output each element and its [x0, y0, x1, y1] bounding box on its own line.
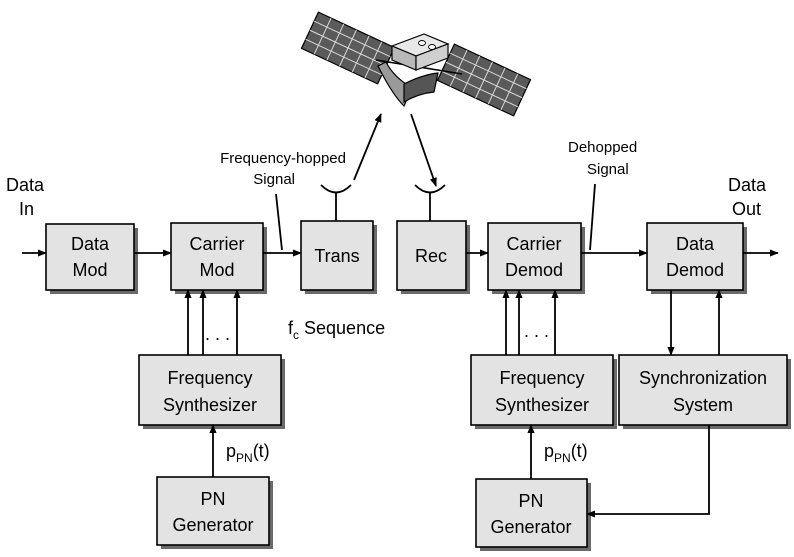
data-mod-label-2: Mod — [72, 260, 107, 280]
data-in-label-2: In — [19, 199, 34, 219]
freq-synth-rx-label-1: Frequency — [499, 368, 584, 388]
data-demod-label-2: Demod — [666, 260, 724, 280]
rec-block: Rec — [396, 220, 470, 294]
carrier-demod-label-2: Demod — [505, 260, 563, 280]
data-demod-label-1: Data — [676, 234, 715, 254]
freq-hopped-leader — [275, 193, 283, 251]
sync-to-pn-arrow — [586, 425, 710, 518]
sync-system-block: Synchronization System — [618, 354, 791, 429]
rx-antenna-icon — [414, 184, 446, 221]
freq-synth-tx-label-2: Synthesizer — [163, 395, 257, 415]
data-demod-block: Data Demod — [646, 222, 747, 294]
ppn-rx-label: pPN(t) — [544, 441, 588, 465]
tx-antenna-icon — [320, 184, 352, 221]
pn-gen-rx-label-2: Generator — [490, 517, 571, 537]
data-out-label-2: Out — [732, 199, 761, 219]
data-in-label-1: Data — [6, 175, 45, 195]
trans-label: Trans — [314, 246, 359, 266]
tx-dots: . . . — [205, 324, 230, 344]
carrier-mod-label-1: Carrier — [189, 234, 244, 254]
ppn-tx-label: pPN(t) — [226, 441, 270, 465]
carrier-demod-label-1: Carrier — [506, 234, 561, 254]
pn-gen-rx-block: PN Generator — [475, 478, 591, 551]
downlink-arrow — [410, 113, 437, 187]
pn-gen-tx-block: PN Generator — [156, 476, 273, 549]
freq-synth-tx-label-1: Frequency — [167, 368, 252, 388]
dehopped-label-2: Signal — [587, 161, 629, 178]
dehopped-label-1: Dehopped — [568, 139, 637, 156]
dehopped-leader — [589, 183, 596, 251]
freq-synth-rx-label-2: Synthesizer — [495, 395, 589, 415]
data-mod-label-1: Data — [71, 234, 110, 254]
pn-gen-tx-label-2: Generator — [172, 515, 253, 535]
sync-system-label-2: System — [673, 395, 733, 415]
freq-hopped-label-2: Signal — [253, 171, 295, 188]
freq-synth-rx-block: Frequency Synthesizer — [470, 354, 617, 429]
data-mod-block: Data Mod — [45, 223, 138, 294]
pn-gen-rx-label-1: PN — [518, 491, 543, 511]
sync-system-label-1: Synchronization — [639, 368, 767, 388]
data-out-label-1: Data — [728, 175, 767, 195]
carrier-demod-block: Carrier Demod — [487, 222, 585, 294]
carrier-mod-block: Carrier Mod — [170, 222, 267, 294]
pn-gen-tx-label-1: PN — [200, 489, 225, 509]
freq-hopped-label-1: Frequency-hopped — [220, 150, 346, 167]
trans-block: Trans — [300, 220, 377, 294]
fc-sequence-label: fc Sequence — [288, 318, 385, 342]
uplink-arrow — [353, 113, 382, 181]
carrier-mod-label-2: Mod — [199, 260, 234, 280]
rec-label: Rec — [415, 246, 447, 266]
freq-synth-tx-block: Frequency Synthesizer — [138, 354, 285, 429]
satellite-icon — [300, 11, 532, 117]
rx-dots: . . . — [524, 321, 549, 341]
